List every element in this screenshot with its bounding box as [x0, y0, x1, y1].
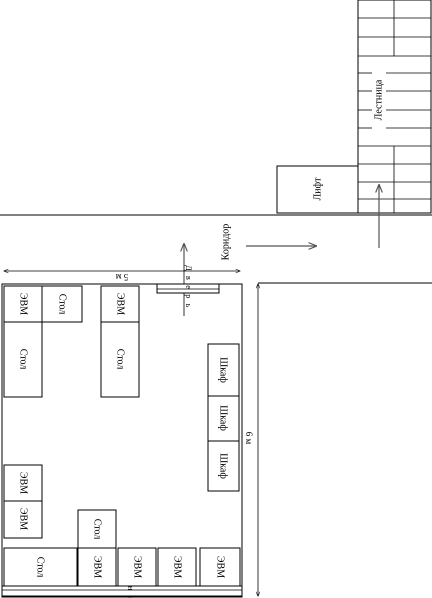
table-4: Стол — [3, 547, 78, 587]
computer-7: ЭВМ — [157, 547, 197, 587]
table-2: Стол — [3, 321, 43, 398]
svg-text:Стол: Стол — [57, 294, 68, 315]
computer-1: ЭВМ — [3, 285, 43, 323]
svg-text:Стол: Стол — [92, 519, 103, 540]
svg-text:Шкаф: Шкаф — [218, 405, 229, 431]
svg-text:ЭВМ: ЭВМ — [172, 556, 183, 578]
svg-text:Стол: Стол — [115, 349, 126, 370]
svg-text:Стол: Стол — [35, 557, 46, 578]
table-3: Стол — [100, 321, 140, 398]
cabinet-2: Шкаф — [207, 395, 240, 442]
height-label: 6 м — [244, 432, 254, 445]
svg-text:ЭВМ: ЭВМ — [18, 508, 29, 530]
staircase: Лестница — [357, 0, 432, 214]
svg-text:ЭВМ: ЭВМ — [132, 556, 143, 578]
cabinet-3: Шкаф — [207, 440, 240, 492]
svg-text:Шкаф: Шкаф — [218, 453, 229, 479]
elevator-label: Лифт — [312, 177, 323, 201]
svg-text:ЭВМ: ЭВМ — [215, 556, 226, 578]
svg-text:ЭВМ: ЭВМ — [92, 556, 103, 578]
svg-text:ЭВМ: ЭВМ — [115, 293, 126, 315]
computer-6: ЭВМ — [117, 547, 157, 587]
door: Дверь — [156, 265, 220, 313]
table-1: Стол — [41, 285, 83, 323]
corridor-label: Коридор — [220, 224, 231, 261]
computer-2: ЭВМ — [100, 285, 140, 323]
computer-3: ЭВМ — [3, 464, 43, 502]
stairs-label: Лестница — [373, 79, 384, 120]
computer-4: ЭВМ — [3, 500, 43, 539]
computer-5: ЭВМ — [77, 547, 117, 587]
cabinet-1: Шкаф — [207, 343, 240, 397]
room-outline — [1, 283, 243, 598]
svg-text:Шкаф: Шкаф — [218, 357, 229, 383]
computer-8: ЭВМ — [199, 547, 241, 587]
svg-text:Стол: Стол — [18, 349, 29, 370]
svg-text:ЭВМ: ЭВМ — [18, 472, 29, 494]
elevator: Лифт — [276, 165, 359, 214]
table-5: Стол — [77, 509, 117, 549]
width-dimension: 5 м — [4, 271, 240, 282]
width-label: 5 м — [115, 272, 128, 282]
door-label: Дверь — [184, 265, 193, 313]
svg-text:ЭВМ: ЭВМ — [18, 293, 29, 315]
height-dimension: 6 м — [244, 284, 258, 596]
